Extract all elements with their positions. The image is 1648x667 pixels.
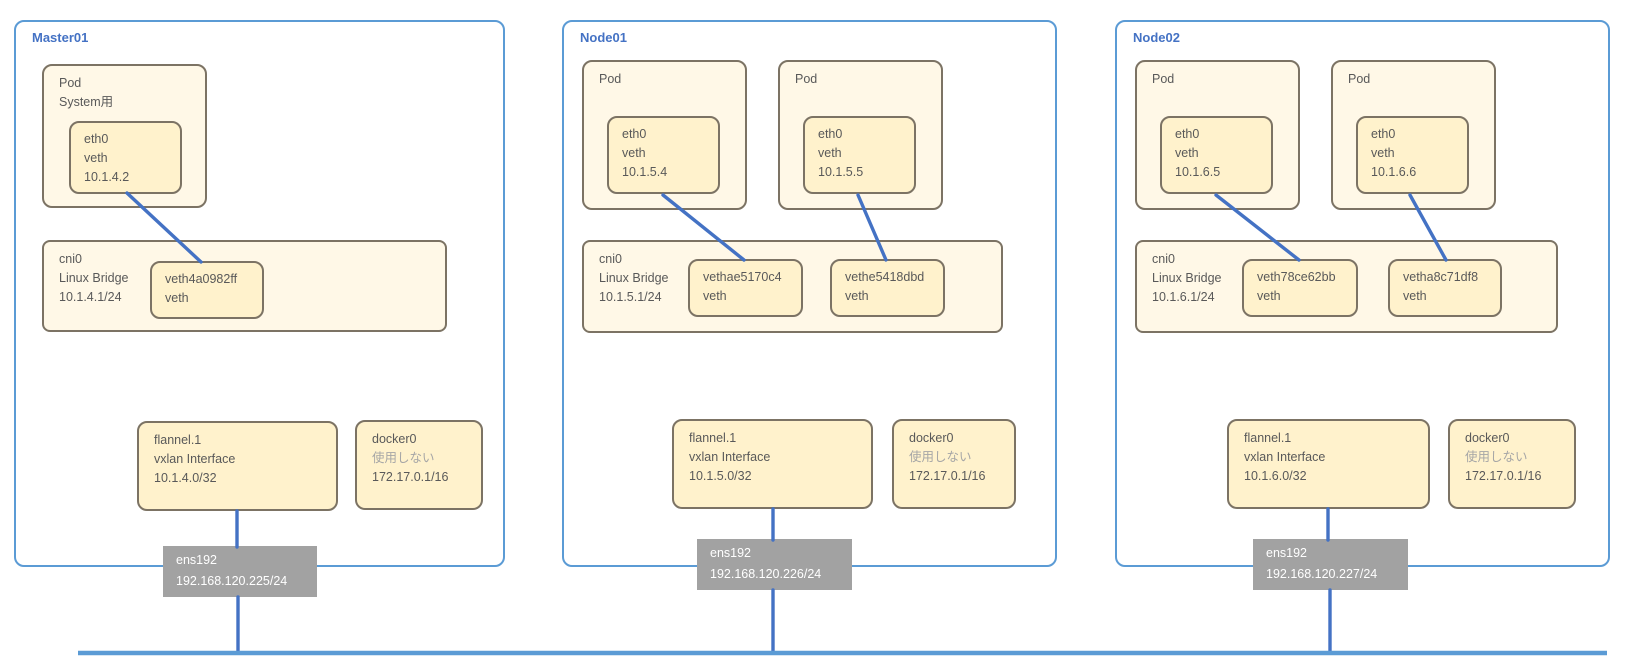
interface-ip: 10.1.4.1/24 [59, 290, 122, 304]
veth-box: vethe5418dbd veth [830, 259, 945, 317]
pod-label: Pod [599, 72, 622, 86]
veth-box: veth4a0982ff veth [150, 261, 264, 319]
interface-ip: 10.1.5.0/32 [689, 469, 752, 483]
interface-name: veth78ce62bb [1257, 270, 1336, 284]
interface-type: veth [1403, 289, 1427, 303]
interface-type: veth [1371, 146, 1395, 160]
interface-ip: 192.168.120.226/24 [710, 567, 822, 581]
flannel-box: flannel.1 vxlan Interface 10.1.6.0/32 [1227, 419, 1430, 509]
interface-name: flannel.1 [1244, 431, 1292, 445]
interface-ip: 192.168.120.225/24 [176, 574, 288, 588]
ens192-nic-box: ens192 192.168.120.227/24 [1253, 539, 1408, 590]
pod-eth0-box: eth0 veth 10.1.5.5 [803, 116, 916, 194]
interface-ip: 10.1.6.1/24 [1152, 290, 1215, 304]
docker0-box: docker0 使用しない 172.17.0.1/16 [355, 420, 483, 510]
interface-name: veth4a0982ff [165, 272, 238, 286]
interface-name: eth0 [1175, 127, 1200, 141]
interface-ip: 10.1.6.6 [1371, 165, 1417, 179]
docker0-box: docker0 使用しない 172.17.0.1/16 [892, 419, 1016, 509]
interface-ip: 192.168.120.227/24 [1266, 567, 1378, 581]
interface-ip: 10.1.6.5 [1175, 165, 1221, 179]
interface-type: veth [165, 291, 189, 305]
interface-ip: 10.1.5.5 [818, 165, 864, 179]
node-title: Node01 [580, 30, 627, 45]
interface-type: veth [1257, 289, 1281, 303]
interface-name: vethe5418dbd [845, 270, 925, 284]
interface-name: ens192 [1266, 546, 1308, 560]
pod-eth0-box: eth0 veth 10.1.4.2 [69, 121, 182, 194]
interface-type: Linux Bridge [1152, 271, 1222, 285]
ens192-nic-box: ens192 192.168.120.225/24 [163, 546, 317, 597]
interface-note: 使用しない [1465, 450, 1528, 464]
interface-note: 使用しない [909, 450, 972, 464]
veth-box: vethae5170c4 veth [688, 259, 803, 317]
interface-ip: 172.17.0.1/16 [1465, 469, 1542, 483]
veth-box: vetha8c71df8 veth [1388, 259, 1502, 317]
veth-box: veth78ce62bb veth [1242, 259, 1358, 317]
interface-name: vethae5170c4 [703, 270, 782, 284]
interface-name: docker0 [1465, 431, 1510, 445]
pod-label: Pod [1348, 72, 1371, 86]
interface-type: veth [1175, 146, 1199, 160]
interface-type: vxlan Interface [154, 452, 236, 466]
pod-sublabel: System用 [59, 95, 114, 109]
docker0-box: docker0 使用しない 172.17.0.1/16 [1448, 419, 1576, 509]
interface-type: Linux Bridge [59, 271, 129, 285]
interface-ip: 10.1.4.2 [84, 170, 130, 184]
interface-name: ens192 [710, 546, 752, 560]
interface-type: veth [818, 146, 842, 160]
interface-note: 使用しない [372, 451, 435, 465]
pod-label: Pod [795, 72, 818, 86]
interface-type: Linux Bridge [599, 271, 669, 285]
flannel-box: flannel.1 vxlan Interface 10.1.4.0/32 [137, 421, 338, 511]
interface-type: veth [845, 289, 869, 303]
interface-name: eth0 [84, 132, 109, 146]
interface-name: eth0 [1371, 127, 1396, 141]
interface-name: cni0 [1152, 252, 1175, 266]
interface-type: veth [84, 151, 108, 165]
interface-name: cni0 [599, 252, 622, 266]
interface-ip: 172.17.0.1/16 [372, 470, 449, 484]
interface-name: docker0 [909, 431, 954, 445]
interface-name: vetha8c71df8 [1403, 270, 1479, 284]
interface-ip: 172.17.0.1/16 [909, 469, 986, 483]
node-title: Master01 [32, 30, 89, 45]
interface-name: ens192 [176, 553, 218, 567]
interface-ip: 10.1.6.0/32 [1244, 469, 1307, 483]
interface-type: veth [703, 289, 727, 303]
interface-type: vxlan Interface [1244, 450, 1326, 464]
pod-eth0-box: eth0 veth 10.1.5.4 [607, 116, 720, 194]
interface-name: flannel.1 [154, 433, 202, 447]
pod-label: Pod [1152, 72, 1175, 86]
interface-name: eth0 [818, 127, 843, 141]
ens192-nic-box: ens192 192.168.120.226/24 [697, 539, 852, 590]
interface-ip: 10.1.5.1/24 [599, 290, 662, 304]
interface-type: vxlan Interface [689, 450, 771, 464]
interface-ip: 10.1.5.4 [622, 165, 668, 179]
pod-eth0-box: eth0 veth 10.1.6.5 [1160, 116, 1273, 194]
interface-type: veth [622, 146, 646, 160]
node-title: Node02 [1133, 30, 1180, 45]
flannel-box: flannel.1 vxlan Interface 10.1.5.0/32 [672, 419, 873, 509]
interface-name: flannel.1 [689, 431, 737, 445]
pod-eth0-box: eth0 veth 10.1.6.6 [1356, 116, 1469, 194]
pod-label: Pod [59, 76, 82, 90]
interface-name: eth0 [622, 127, 647, 141]
interface-ip: 10.1.4.0/32 [154, 471, 217, 485]
interface-name: cni0 [59, 252, 82, 266]
interface-name: docker0 [372, 432, 417, 446]
